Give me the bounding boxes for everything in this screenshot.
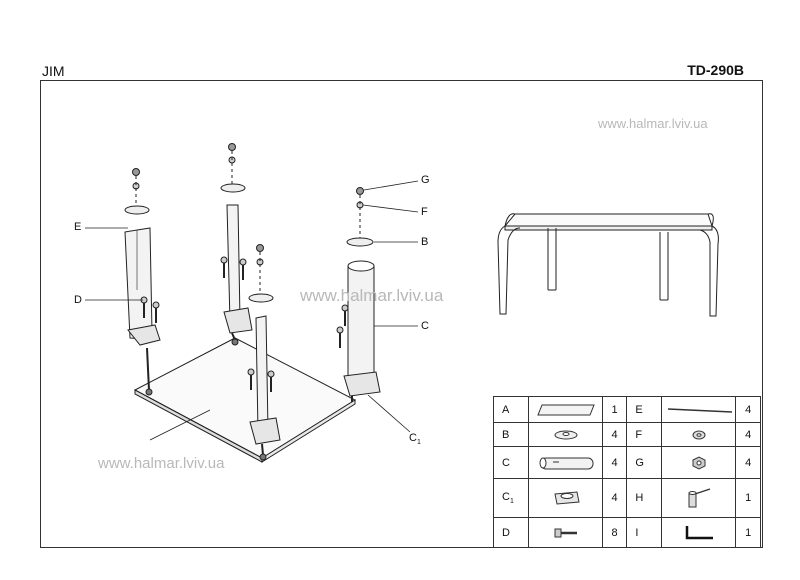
watermark: www.halmar.lviv.ua (598, 116, 708, 131)
part-qty: 1 (735, 478, 761, 519)
drawing-frame (40, 80, 763, 548)
part-qty: 1 (735, 517, 761, 548)
leg-foot-icon (528, 478, 603, 519)
watermark: www.halmar.lviv.ua (98, 455, 225, 472)
leg-tube-icon (528, 445, 603, 480)
leg-back (220, 143, 253, 346)
leg-front (248, 244, 281, 461)
leg-left (124, 168, 161, 396)
parts-table: A 1 E 4 B 4 F 4 C 4 G 4 C1 4 H 1 D 8 I 1 (492, 395, 761, 548)
part-letter: E (626, 395, 663, 424)
callout-b: B (421, 236, 429, 248)
bracket-plate-icon (528, 422, 603, 447)
part-letter: F (626, 422, 663, 447)
part-letter: A (492, 395, 530, 424)
part-letter: B (492, 422, 530, 447)
part-qty: 4 (735, 445, 761, 480)
callout-g: G (421, 174, 430, 186)
glass-top-icon (528, 395, 603, 424)
watermark: www.halmar.lviv.ua (300, 286, 444, 305)
part-letter: I (626, 517, 663, 548)
assembled-table (497, 213, 719, 317)
part-qty: 8 (601, 517, 628, 548)
leader-lines (85, 180, 419, 433)
wrench-icon (661, 478, 737, 519)
table-row: B 4 F 4 (492, 422, 761, 447)
table-row: C1 4 H 1 (492, 478, 761, 519)
part-qty: 4 (601, 478, 628, 519)
callout-d: D (74, 294, 82, 306)
glass-top-exploded (133, 337, 357, 459)
table-row: C 4 G 4 (492, 445, 761, 480)
table-row: D 8 I 1 (492, 517, 761, 548)
part-letter: D (492, 517, 530, 548)
part-qty: 4 (735, 422, 761, 447)
callout-c: C (421, 320, 429, 332)
part-qty: 4 (601, 445, 628, 480)
screws-front (247, 368, 275, 392)
part-letter: H (626, 478, 663, 519)
part-letter: C1 (492, 478, 530, 519)
callout-c1: C1 (409, 432, 421, 447)
screw-icon (528, 517, 603, 548)
washer-icon (661, 422, 737, 447)
nut-icon (661, 445, 737, 480)
leg-right (343, 187, 381, 402)
part-qty: 4 (735, 395, 761, 424)
model-code: TD-290B (687, 62, 744, 78)
part-letter: G (626, 445, 663, 480)
part-letter: C (492, 445, 530, 480)
part-qty: 4 (601, 422, 628, 447)
allen-key-icon (661, 517, 737, 548)
screws-back (220, 256, 247, 280)
part-qty: 1 (601, 395, 628, 424)
table-row: A 1 E 4 (492, 395, 761, 424)
screws-right (336, 304, 349, 348)
screws-left (140, 296, 160, 323)
product-name: JIM (42, 63, 65, 79)
callout-e: E (74, 221, 82, 233)
rod-icon (661, 395, 737, 424)
callout-f: F (421, 206, 428, 218)
